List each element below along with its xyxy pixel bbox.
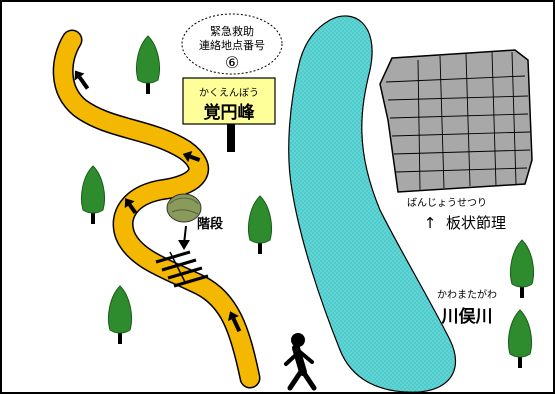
direction-arrow-icon [124, 198, 138, 215]
peak-name: 覚円峰 [204, 102, 256, 123]
rock-formation-name: 板状節理 [446, 214, 506, 232]
emergency-sign-line2: 連絡地点番号 [199, 38, 265, 52]
stairs-icon [155, 250, 209, 288]
emergency-point-number: ⑥ [225, 53, 239, 72]
rock-formation-ruby: ばんじょうせつり [407, 197, 487, 209]
rock-formation [379, 49, 533, 193]
direction-arrow-icon [74, 70, 90, 90]
peak-signpost: かくえんぼう 覚円峰 [182, 77, 276, 152]
emergency-point-sign: 緊急救助 連絡地点番号 ⑥ [181, 13, 283, 75]
stairs-pointer-arrow [178, 225, 190, 250]
river-name: 川俣川 [441, 306, 493, 327]
river [288, 15, 457, 393]
emergency-sign-line1: 緊急救助 [210, 24, 254, 38]
boulder-icon [166, 193, 202, 223]
peak-ruby: かくえんぼう [199, 87, 259, 99]
stairs-label: 階段 [197, 216, 223, 232]
walking-person-icon [284, 333, 317, 391]
rock-formation-arrow: ↑ [424, 214, 437, 232]
direction-arrow-icon [228, 311, 242, 333]
direction-arrow-icon [182, 150, 201, 163]
river-ruby: かわまたがわ [437, 288, 497, 301]
